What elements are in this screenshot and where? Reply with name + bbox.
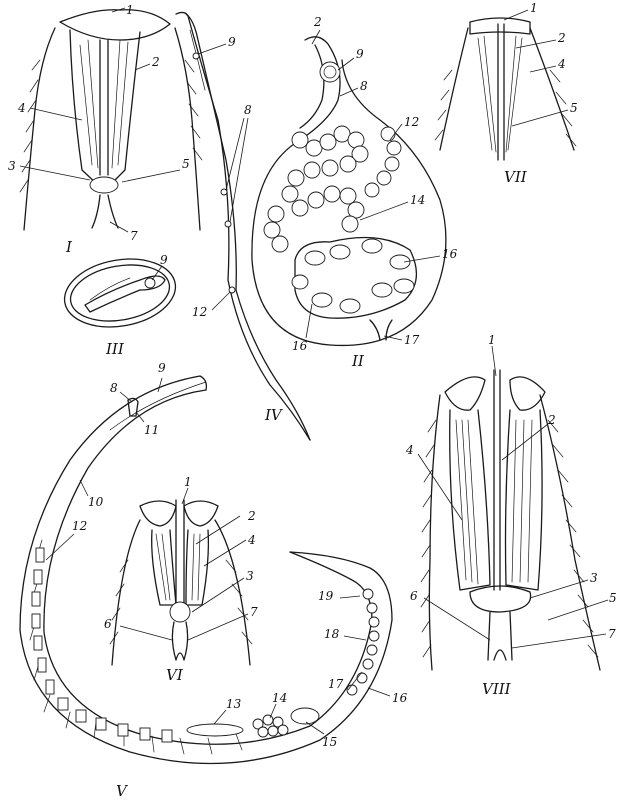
f1-label: I bbox=[65, 238, 73, 256]
f6-callout-1: 1 bbox=[184, 475, 192, 489]
f8-callout-5: 5 bbox=[609, 591, 617, 605]
f2-callout-17: 17 bbox=[404, 333, 420, 347]
f2-callout-16b: 16 bbox=[292, 339, 308, 353]
figure-3-egg: 9 III bbox=[63, 253, 177, 358]
f7-callout-4: 4 bbox=[557, 57, 566, 71]
f6-callout-6: 6 bbox=[104, 617, 112, 631]
f5-tail-ovary bbox=[346, 588, 380, 696]
f6-callout-3: 3 bbox=[246, 569, 254, 583]
f2-callout-9: 9 bbox=[356, 47, 364, 61]
f1-callout-2: 2 bbox=[151, 55, 160, 69]
f6-callout-2: 2 bbox=[247, 509, 256, 523]
f4-callout-9: 9 bbox=[228, 35, 236, 49]
f4-label: IV bbox=[264, 406, 284, 424]
f3-label: III bbox=[105, 340, 125, 358]
f5-callout-15: 15 bbox=[322, 735, 337, 749]
f1-callout-3: 3 bbox=[8, 159, 16, 173]
f5-callout-14: 14 bbox=[272, 691, 287, 705]
f2-callout-8: 8 bbox=[360, 79, 368, 93]
f8-callout-3: 3 bbox=[590, 571, 598, 585]
f8-callout-4: 4 bbox=[405, 443, 414, 457]
f6-label: VI bbox=[166, 666, 184, 684]
f5-callout-12: 12 bbox=[72, 519, 87, 533]
f4-callout-12: 12 bbox=[192, 305, 207, 319]
f7-callout-1: 1 bbox=[530, 1, 538, 15]
f8-callout-1: 1 bbox=[488, 333, 496, 347]
f7-callout-2: 2 bbox=[557, 31, 566, 45]
figure-6-head: 1 2 3 4 6 7 VI bbox=[104, 475, 258, 684]
figure-1-head: 1 2 3 4 5 7 I bbox=[8, 3, 203, 256]
f8-callout-2: 2 bbox=[547, 413, 556, 427]
f8-callout-7: 7 bbox=[608, 627, 616, 641]
f1-callout-5: 5 bbox=[182, 157, 190, 171]
f2-callout-14: 14 bbox=[410, 193, 425, 207]
f1-callout-4: 4 bbox=[17, 101, 26, 115]
f5-callout-8: 8 bbox=[110, 381, 118, 395]
f5-callout-16: 16 bbox=[392, 691, 408, 705]
f5-callout-17: 17 bbox=[328, 677, 344, 691]
f2-callout-16a: 16 bbox=[442, 247, 458, 261]
f5-callout-13: 13 bbox=[226, 697, 242, 711]
figure-8-head: 1 2 3 4 5 6 7 VIII bbox=[405, 333, 617, 698]
f5-callout-18: 18 bbox=[324, 627, 340, 641]
f8-label: VIII bbox=[482, 680, 512, 698]
f1-callout-1: 1 bbox=[126, 3, 134, 17]
f5-callout-19: 19 bbox=[318, 589, 334, 603]
f6-callout-4: 4 bbox=[247, 533, 256, 547]
f5-intestine-cells bbox=[31, 547, 173, 743]
f2-coiled-ovary bbox=[263, 125, 402, 253]
figure-7-head: 1 2 4 5 VII bbox=[434, 1, 578, 186]
f7-callout-5: 5 bbox=[570, 101, 578, 115]
f2-label: II bbox=[351, 352, 365, 370]
f5-label: V bbox=[116, 782, 129, 800]
f4-callout-8: 8 bbox=[244, 103, 252, 117]
f2-callout-12: 12 bbox=[404, 115, 419, 129]
f3-callout-9: 9 bbox=[160, 253, 168, 267]
figure-2-female: 2 9 8 12 14 16 16 17 II bbox=[251, 15, 458, 370]
f7-label: VII bbox=[504, 168, 528, 186]
f5-callout-11: 11 bbox=[144, 423, 159, 437]
f2-callout-2: 2 bbox=[313, 15, 322, 29]
f5-egg-cluster bbox=[252, 714, 289, 738]
figure-4-larva: 9 8 12 IV bbox=[175, 11, 311, 441]
figure-5-adult: 8 9 10 11 12 13 14 15 16 17 18 19 V bbox=[19, 361, 408, 800]
f6-callout-7: 7 bbox=[250, 605, 258, 619]
f1-callout-7: 7 bbox=[130, 229, 138, 243]
f8-callout-6: 6 bbox=[410, 589, 418, 603]
f5-callout-10: 10 bbox=[88, 495, 104, 509]
f2-uterus-eggs bbox=[291, 236, 417, 319]
f5-callout-9: 9 bbox=[158, 361, 166, 375]
